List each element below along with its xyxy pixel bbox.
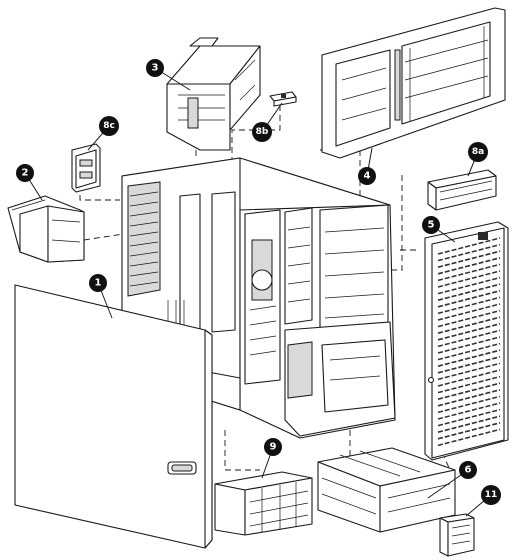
callout-9: 9 [264, 438, 282, 456]
blank-11 [439, 513, 475, 557]
grille-slat [437, 303, 501, 321]
callout-6: 6 [459, 461, 477, 479]
side-duct [7, 195, 85, 263]
grille-slat [437, 276, 501, 295]
side-access-panel [14, 284, 213, 549]
svg-text:1: 1 [95, 278, 102, 289]
bracket-8b [269, 91, 297, 107]
svg-text:5: 5 [428, 220, 435, 231]
grille-slat [437, 408, 501, 427]
grille-slat [437, 402, 501, 420]
grille-slat [437, 250, 501, 268]
grille-slat [437, 428, 501, 447]
grille-slat [437, 389, 501, 407]
grille-slat [437, 263, 501, 282]
svg-text:8a: 8a [472, 147, 484, 157]
callout-2: 2 [16, 164, 34, 182]
grille-slat [437, 375, 501, 394]
grille-slat [437, 382, 501, 400]
drive-cage-6 [317, 447, 456, 533]
grille-slat [437, 415, 501, 433]
bracket-8c [71, 143, 101, 193]
grille-slat [437, 309, 501, 328]
drive-blank-8a [427, 169, 497, 211]
grille-slat [437, 329, 501, 348]
grille-slat [437, 243, 501, 262]
svg-text:11: 11 [485, 490, 498, 500]
svg-text:8b: 8b [256, 127, 269, 137]
callout-4: 4 [358, 167, 376, 185]
svg-text:8c: 8c [103, 121, 115, 131]
grille-slat [437, 290, 501, 308]
callout-3: 3 [146, 59, 164, 77]
grille-slat [437, 257, 501, 275]
svg-text:3: 3 [152, 63, 159, 74]
grille-slat [437, 342, 501, 361]
callout-8c: 8c [99, 116, 119, 136]
svg-text:9: 9 [270, 442, 277, 453]
grille-slat [437, 296, 501, 315]
callout-5: 5 [422, 216, 440, 234]
grille-slat [437, 237, 501, 255]
grille-slat [437, 349, 501, 367]
grille-slat [437, 422, 501, 440]
grille-slat [437, 323, 501, 341]
callout-1: 1 [89, 274, 107, 292]
svg-text:4: 4 [364, 171, 371, 182]
grille-slat [437, 316, 501, 334]
grille-slat [437, 369, 501, 387]
grille-slat [437, 356, 501, 374]
svg-text:6: 6 [465, 465, 472, 476]
bezel-frame [321, 7, 506, 159]
callout-8a: 8a [468, 142, 488, 162]
grille-slat [437, 395, 501, 414]
grille-slat [437, 362, 501, 381]
drive-cage-9 [214, 471, 313, 536]
svg-text:2: 2 [22, 168, 29, 179]
front-bezel [424, 221, 509, 461]
callout-11: 11 [481, 485, 501, 505]
grille-slat [437, 270, 501, 288]
grille-slat [437, 283, 501, 301]
callout-8b: 8b [252, 122, 272, 142]
grille-slat [437, 336, 501, 354]
air-baffle [166, 37, 261, 151]
